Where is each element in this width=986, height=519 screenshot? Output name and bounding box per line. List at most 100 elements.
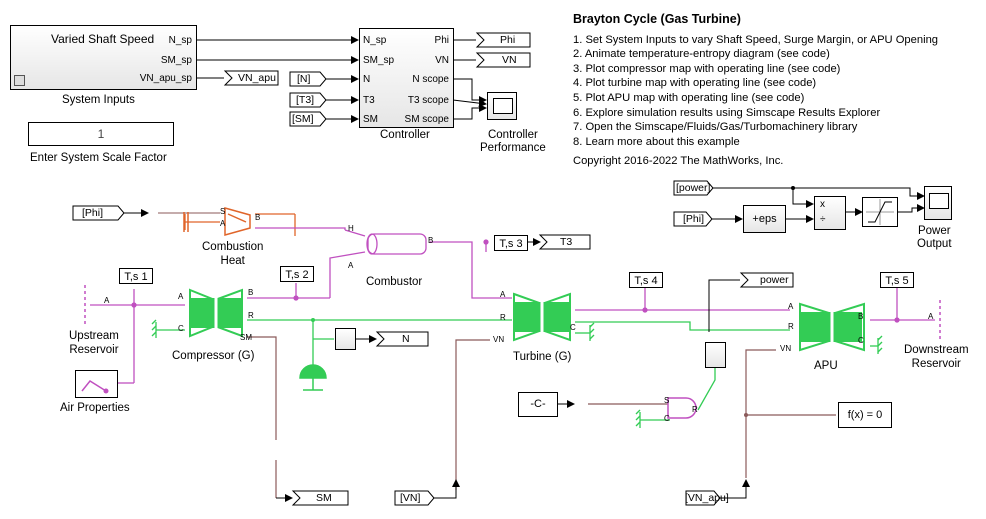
solver-configuration[interactable]: f(x) = 0: [838, 402, 892, 428]
ctrl-out-sm-scope: SM scope: [404, 114, 449, 125]
controller-performance-scope[interactable]: [487, 92, 517, 120]
ctrl-in-t3: T3: [363, 95, 375, 106]
port-label-s-valve: S: [664, 396, 670, 405]
ctrl-out-t3-scope: T3 scope: [407, 95, 449, 106]
saturation-icon-shape: [866, 199, 894, 225]
instruction-3[interactable]: 3. Plot compressor map with operating li…: [573, 62, 841, 75]
system-inputs-caption: System Inputs: [62, 94, 135, 106]
port-label-c-turb: C: [570, 323, 576, 332]
instructions-panel: Brayton Cycle (Gas Turbine) 1. Set Syste…: [573, 12, 938, 169]
port-label-b-comb: B: [428, 236, 434, 245]
port-label-a-turb: A: [500, 290, 506, 299]
controller-caption: Controller: [380, 129, 430, 141]
divide-block[interactable]: x ÷: [814, 196, 846, 230]
apu-caption: APU: [814, 360, 838, 372]
turbine-caption: Turbine (G): [513, 351, 572, 363]
ctrl-out-n-scope: N scope: [412, 74, 449, 85]
model-title: Brayton Cycle (Gas Turbine): [573, 12, 741, 26]
sensor-ts-1[interactable]: T,s 1: [119, 268, 153, 284]
air-properties-block[interactable]: [75, 370, 118, 398]
instruction-2[interactable]: 2. Animate temperature-entropy diagram (…: [573, 48, 830, 61]
port-sm-sp: SM_sp: [160, 55, 192, 66]
copyright: Copyright 2016-2022 The MathWorks, Inc.: [573, 155, 784, 168]
sensor-ts-2[interactable]: T,s 2: [280, 266, 314, 282]
controller-block[interactable]: N_sp SM_sp N T3 SM Phi VN N scope T3 sco…: [359, 28, 454, 128]
inertia-shape: [299, 364, 327, 391]
goto-n: N: [402, 333, 410, 345]
ctrl-out-phi: Phi: [434, 35, 449, 46]
scope-icon: [929, 193, 949, 209]
valve-shape: [667, 397, 697, 419]
from-vn-apu: [VN_apu]: [685, 492, 729, 504]
combustion-heat-shape: [183, 207, 251, 236]
from-t3: [T3]: [296, 94, 315, 106]
port-label-a-upstream: A: [104, 296, 110, 305]
port-label-a-comp: A: [178, 292, 184, 301]
port-label-c-apu: C: [858, 336, 864, 345]
controller-performance-caption: Controller Performance: [480, 129, 546, 154]
combustor-shape: [366, 233, 427, 255]
port-label-s: S: [220, 207, 226, 216]
port-label-c-valve: C: [664, 414, 670, 423]
goto-vn: VN: [502, 54, 517, 66]
goto-power: power: [760, 274, 789, 286]
instruction-6[interactable]: 6. Explore simulation results using Sims…: [573, 106, 881, 119]
from-phi-2: [Phi]: [683, 213, 705, 225]
eps-block[interactable]: +eps: [743, 205, 786, 233]
ps-to-simulink-n[interactable]: [335, 328, 356, 350]
instruction-5[interactable]: 5. Plot APU map with operating line (see…: [573, 91, 805, 104]
port-label-a-comb: A: [348, 261, 354, 270]
instruction-7[interactable]: 7. Open the Simscape/Fluids/Gas/Turbomac…: [573, 121, 858, 134]
port-n-sp: N_sp: [168, 35, 192, 46]
power-output-caption: Power Output: [917, 225, 952, 250]
ctrl-in-n: N: [363, 74, 371, 85]
goto-t3: T3: [560, 236, 573, 248]
port-label-b-comp: B: [248, 288, 254, 297]
port-label-r-apu: R: [788, 322, 794, 331]
divide-div-label: ÷: [820, 214, 826, 225]
compressor-shape: [189, 288, 243, 340]
air-properties-caption: Air Properties: [60, 402, 130, 414]
goto-phi: Phi: [500, 34, 516, 46]
port-label-h: H: [348, 224, 354, 233]
sensor-ts-3[interactable]: T,s 3: [494, 235, 528, 251]
instruction-1[interactable]: 1. Set System Inputs to vary Shaft Speed…: [573, 33, 939, 46]
ctrl-in-sm: SM: [363, 114, 378, 125]
physical-signal-lines: [247, 336, 836, 498]
combustion-heat-caption: Combustion Heat: [202, 241, 264, 267]
power-signal-wires: [712, 187, 925, 223]
ps-converter-apu[interactable]: [705, 342, 726, 368]
scale-factor-input[interactable]: 1: [28, 122, 174, 146]
system-inputs-inner-label: Varied Shaft Speed: [51, 32, 155, 46]
from-vn: [VN]: [400, 492, 421, 504]
system-inputs-block[interactable]: Varied Shaft Speed N_sp SM_sp VN_apu_sp: [10, 25, 197, 90]
turbine-shape: [513, 292, 571, 344]
ctrl-in-sm-sp: SM_sp: [363, 55, 395, 66]
scope-icon: [493, 98, 513, 114]
instruction-4[interactable]: 4. Plot turbine map with operating line …: [573, 77, 817, 90]
port-label-c-comp: C: [178, 324, 184, 333]
from-power: [power]: [676, 182, 711, 194]
power-output-scope[interactable]: [924, 186, 952, 220]
port-label-vn-turb: VN: [493, 335, 505, 344]
ctrl-in-n-sp: N_sp: [363, 35, 387, 46]
apu-shape: [799, 302, 865, 354]
from-n: [N]: [297, 73, 311, 85]
downstream-reservoir-caption: Downstream Reservoir: [904, 344, 969, 370]
saturation-block[interactable]: [862, 197, 898, 227]
port-vn-apu-sp: VN_apu_sp: [139, 73, 192, 84]
compressor-caption: Compressor (G): [172, 350, 255, 362]
scale-factor-caption: Enter System Scale Factor: [30, 152, 167, 164]
subsystem-icon: [14, 75, 25, 86]
constant-block[interactable]: -C-: [518, 392, 558, 417]
port-label-r-turb: R: [500, 313, 506, 322]
from-sm: [SM]: [292, 113, 314, 125]
thermal-lines: [184, 213, 296, 236]
sensor-ts-5[interactable]: T,s 5: [880, 272, 914, 288]
mech-references: [151, 319, 883, 428]
sensor-ts-4[interactable]: T,s 4: [629, 272, 663, 288]
port-label-sm: SM: [240, 333, 252, 342]
instruction-8[interactable]: 8. Learn more about this example: [573, 135, 740, 148]
